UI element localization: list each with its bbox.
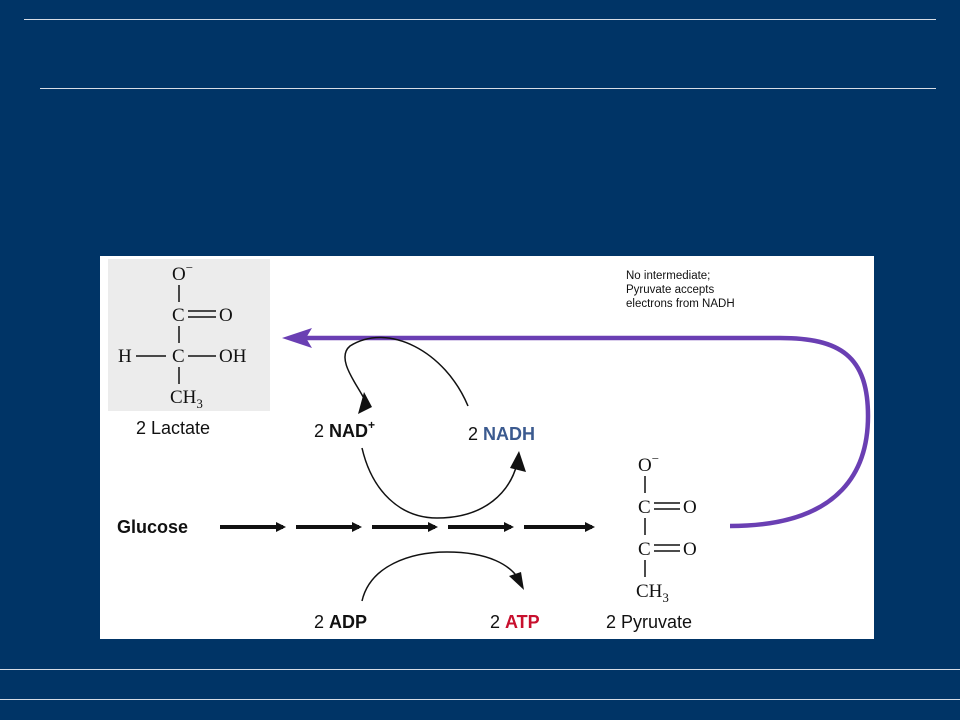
- adp-label: 2 ADP: [314, 612, 367, 632]
- nad-plus-label: 2 NAD+: [314, 418, 375, 441]
- diagram-canvas: O− C O H C OH CH3 2 Lactate No intermedi…: [108, 259, 871, 632]
- purple-arrowhead: [282, 328, 312, 348]
- lactate-structure-box: [108, 259, 270, 411]
- nadh-label: 2 NADH: [468, 424, 535, 444]
- pyruvate-structure: O− C O C O CH3: [636, 451, 697, 605]
- glucose-label: Glucose: [117, 517, 188, 537]
- adp-to-atp-arrow: [361, 551, 519, 602]
- fermentation-diagram: O− C O H C OH CH3 2 Lactate No intermedi…: [100, 256, 874, 639]
- lactate-carboxyl-c: C: [172, 305, 185, 326]
- atp-label: 2 ATP: [490, 612, 540, 632]
- pyruvate-keto-o: O: [683, 539, 697, 560]
- note-line-2: Pyruvate accepts: [626, 284, 714, 296]
- lactate-oh: OH: [219, 346, 247, 367]
- lactate-label: 2 Lactate: [136, 418, 210, 438]
- lactate-o-minus: O−: [172, 260, 193, 285]
- footer-rule-upper: [0, 669, 960, 670]
- purple-return-arrow: [305, 335, 871, 529]
- pyruvate-carboxyl-o: O: [683, 497, 697, 518]
- lactate-carbonyl-o: O: [219, 305, 233, 326]
- adp-to-atp-arrowhead: [509, 572, 524, 590]
- pyruvate-label: 2 Pyruvate: [606, 612, 692, 632]
- annotation-note: No intermediate; Pyruvate accepts electr…: [626, 270, 735, 310]
- nadh-to-nad-arrowhead: [358, 392, 372, 414]
- pyruvate-carboxyl-c: C: [638, 497, 651, 518]
- pyruvate-ch3: CH3: [636, 581, 669, 605]
- pyruvate-o-minus: O−: [638, 451, 659, 476]
- lactate-h: H: [118, 346, 132, 367]
- note-line-1: No intermediate;: [626, 270, 710, 282]
- lactate-structure: O− C O H C OH CH3: [118, 260, 247, 411]
- top-rule: [24, 19, 936, 20]
- note-line-3: electrons from NADH: [626, 298, 735, 310]
- title-underline: [40, 88, 936, 89]
- lactate-central-c: C: [172, 346, 185, 367]
- nad-to-nadh-arrowhead: [510, 451, 526, 472]
- nad-to-nadh-arrow: [361, 447, 518, 519]
- nadh-to-nad-arrow: [344, 336, 469, 407]
- lactate-ch3: CH3: [170, 387, 203, 411]
- pyruvate-keto-c: C: [638, 539, 651, 560]
- footer-rule-lower: [0, 699, 960, 700]
